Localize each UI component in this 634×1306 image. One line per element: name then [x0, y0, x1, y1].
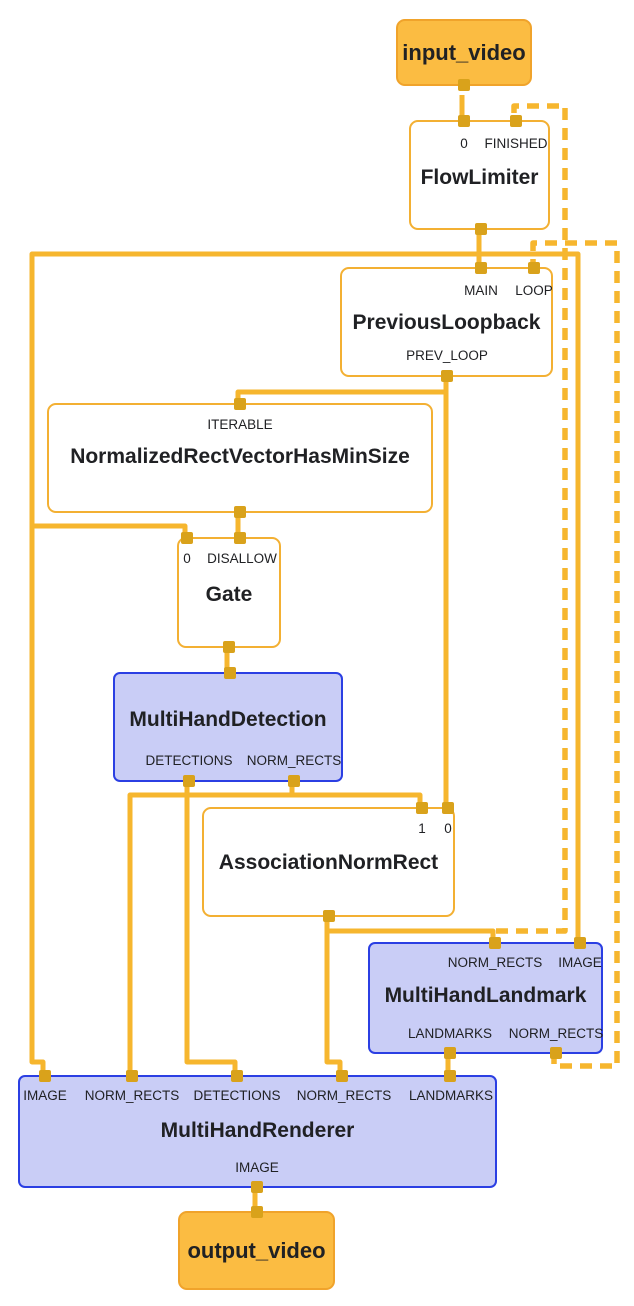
port-label-disallow: DISALLOW: [207, 551, 277, 566]
port-output-video-in: [251, 1206, 263, 1218]
port-assoc-out: [323, 910, 335, 922]
port-gate-in-disallow: [234, 532, 246, 544]
node-normalized-rect-vector-has-min-size[interactable]: ITERABLE NormalizedRectVectorHasMinSize: [47, 398, 433, 518]
port-label-norm-rects-1: NORM_RECTS: [84, 1088, 180, 1103]
port-label-image-in: IMAGE: [558, 955, 602, 970]
port-label-norm-rects-2: NORM_RECTS: [296, 1088, 392, 1103]
port-renderer-in-normrects2: [336, 1070, 348, 1082]
port-label-landmarks: LANDMARKS: [408, 1088, 494, 1103]
port-landmark-in-normrects: [489, 937, 501, 949]
edge-throttled-trunk: [29, 251, 581, 1078]
node-flow-limiter[interactable]: 0 FINISHED FlowLimiter: [409, 115, 550, 235]
port-input-video-out: [458, 79, 470, 91]
node-output-video[interactable]: output_video: [178, 1206, 335, 1290]
port-gate-out: [223, 641, 235, 653]
port-label-landmarks-out: LANDMARKS: [407, 1026, 493, 1041]
edge-assoc-split: [324, 928, 496, 1078]
node-association-norm-rect[interactable]: 1 0 AssociationNormRect: [202, 802, 455, 922]
port-renderer-in-detections: [231, 1070, 243, 1082]
port-assoc-in-0: [442, 802, 454, 814]
port-previousloopback-in-loop: [528, 262, 540, 274]
port-renderer-in-landmarks: [444, 1070, 456, 1082]
port-landmark-in-image: [574, 937, 586, 949]
node-title: AssociationNormRect: [218, 851, 439, 874]
node-previous-loopback[interactable]: MAIN LOOP PreviousLoopback PREV_LOOP: [340, 262, 553, 382]
port-label-norm-rects-in: NORM_RECTS: [447, 955, 543, 970]
node-title: PreviousLoopback: [352, 311, 541, 334]
port-label-norm-rects: NORM_RECTS: [246, 753, 342, 768]
port-renderer-in-normrects1: [126, 1070, 138, 1082]
stream-label: input_video: [402, 39, 526, 65]
port-label-0: 0: [460, 136, 468, 151]
port-label-1: 1: [418, 821, 426, 836]
port-label-iterable: ITERABLE: [207, 417, 273, 432]
port-previousloopback-out-prevloop: [441, 370, 453, 382]
node-multi-hand-landmark[interactable]: NORM_RECTS IMAGE MultiHandLandmark LANDM…: [368, 937, 604, 1059]
port-label-detections: DETECTIONS: [145, 753, 233, 768]
port-minsize-out: [234, 506, 246, 518]
port-label-finished: FINISHED: [484, 136, 548, 151]
port-detection-out-detections: [183, 775, 195, 787]
edge-backedge-finished: [496, 103, 568, 934]
port-previousloopback-in-main: [475, 262, 487, 274]
port-flowlimiter-out: [475, 223, 487, 235]
node-gate[interactable]: 0 DISALLOW Gate: [177, 532, 281, 653]
port-label-prev-loop: PREV_LOOP: [406, 348, 488, 363]
port-gate-in-0: [181, 532, 193, 544]
port-label-image-out: IMAGE: [235, 1160, 279, 1175]
port-renderer-out-image: [251, 1181, 263, 1193]
node-multi-hand-detection[interactable]: MultiHandDetection DETECTIONS NORM_RECTS: [113, 667, 343, 787]
node-title: MultiHandRenderer: [160, 1119, 355, 1142]
node-title: FlowLimiter: [420, 166, 539, 189]
port-renderer-in-image: [39, 1070, 51, 1082]
node-title: MultiHandLandmark: [384, 984, 587, 1007]
port-detection-out-normrects: [288, 775, 300, 787]
port-assoc-in-1: [416, 802, 428, 814]
port-landmark-out-landmarks: [444, 1047, 456, 1059]
port-landmark-out-normrects: [550, 1047, 562, 1059]
port-detection-in: [224, 667, 236, 679]
port-label-norm-rects-out: NORM_RECTS: [508, 1026, 604, 1041]
port-label-loop: LOOP: [515, 283, 553, 298]
port-flowlimiter-in-finished: [510, 115, 522, 127]
port-label-image-in: IMAGE: [23, 1088, 67, 1103]
node-title: MultiHandDetection: [129, 708, 327, 731]
edge-throttled-gate0: [32, 523, 188, 540]
port-label-0: 0: [183, 551, 191, 566]
node-title: NormalizedRectVectorHasMinSize: [70, 445, 410, 468]
port-label-0: 0: [444, 821, 452, 836]
edge-backedge-loop: [530, 240, 620, 1069]
node-title: Gate: [205, 583, 253, 606]
port-label-main: MAIN: [464, 283, 498, 298]
port-flowlimiter-in-0: [458, 115, 470, 127]
node-multi-hand-renderer[interactable]: IMAGE NORM_RECTS DETECTIONS NORM_RECTS L…: [18, 1070, 497, 1193]
port-label-detections: DETECTIONS: [193, 1088, 281, 1103]
port-minsize-in-iterable: [234, 398, 246, 410]
stream-label: output_video: [187, 1237, 326, 1263]
node-input-video[interactable]: input_video: [396, 19, 532, 91]
